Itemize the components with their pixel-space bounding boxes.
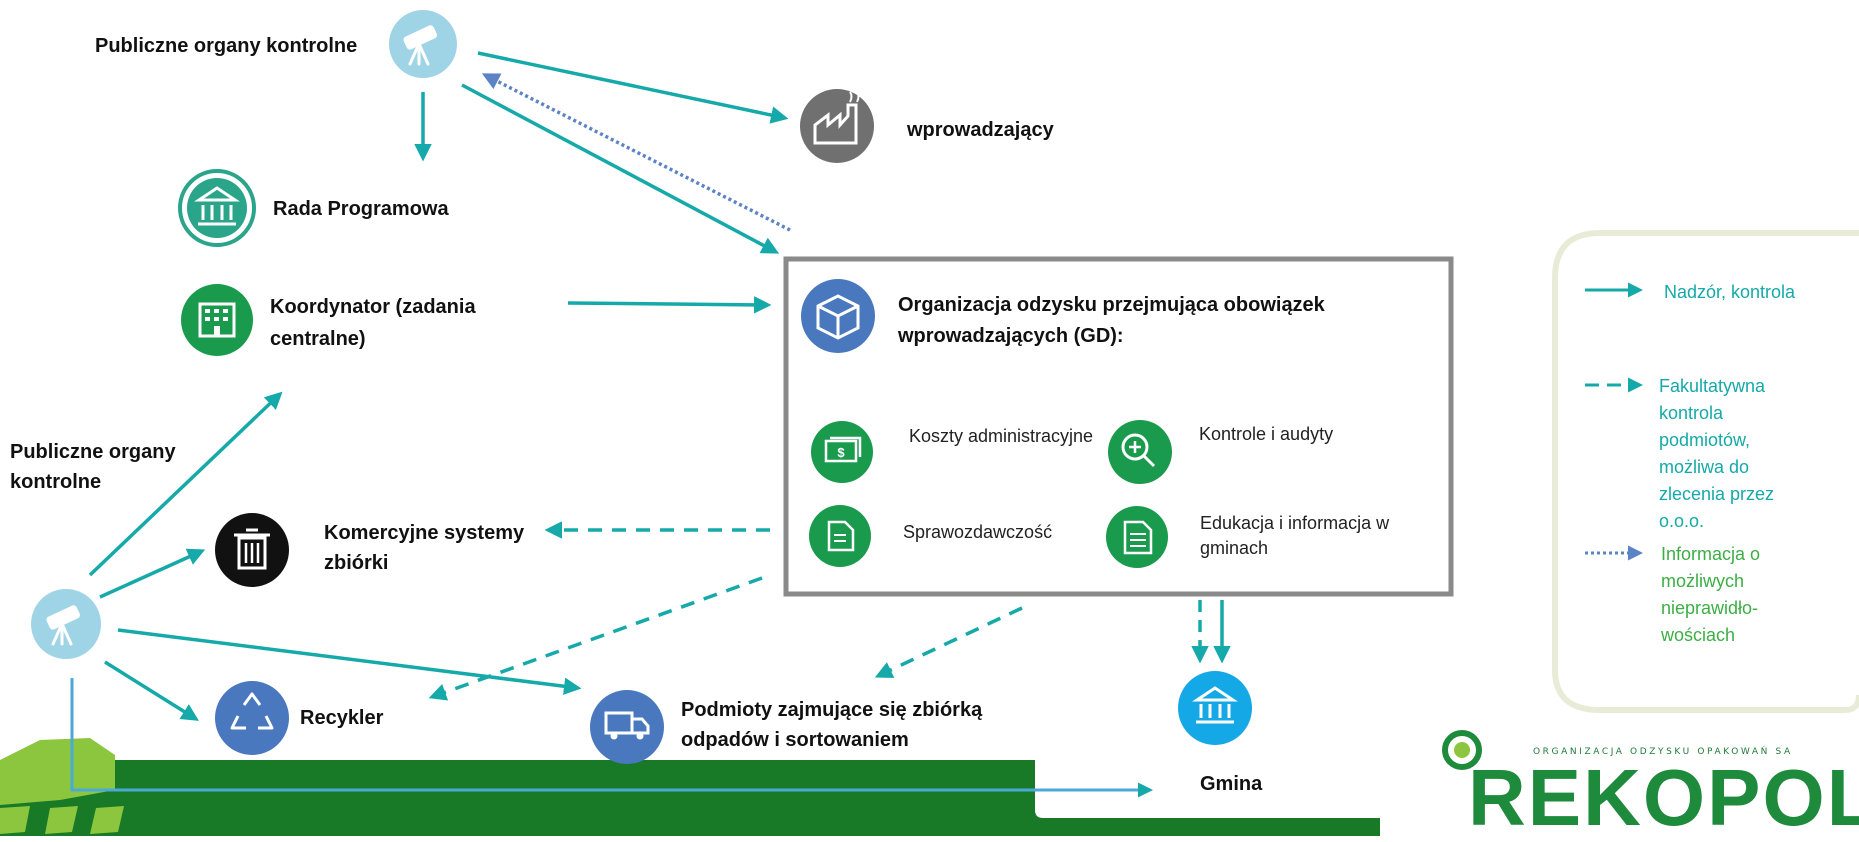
node-komercyjne-line1: Komercyjne systemy xyxy=(324,522,525,544)
connectors xyxy=(70,51,1231,798)
organization-title-line1: Organizacja odzysku przejmująca obowiąze… xyxy=(898,294,1325,316)
legend-dashed-line-3: podmiotów, xyxy=(1659,430,1751,450)
dashed-organizacja-to-recykler xyxy=(428,576,763,701)
arrow-organy-to-koordynator xyxy=(88,391,283,577)
node-organy-top: Publiczne organy kontrolne xyxy=(95,35,358,57)
item-edukacja-line2: gminach xyxy=(1200,538,1269,558)
node-rada: Rada Programowa xyxy=(273,198,449,220)
report-icon xyxy=(809,505,871,567)
recycle-icon xyxy=(215,681,289,755)
bottom-band xyxy=(0,738,1380,836)
gmina-bank-icon xyxy=(1178,671,1252,745)
svg-text:$: $ xyxy=(837,445,845,460)
legend-dashed-line-4: możliwa do xyxy=(1659,457,1750,477)
legend-dotted-line-1: Informacja o xyxy=(1661,544,1761,564)
node-wprowadzajacy: wprowadzający xyxy=(907,119,1054,141)
arrow-organy-to-wprowadzajacy xyxy=(477,51,789,124)
node-organy-left-line1: Publiczne organy xyxy=(10,441,176,463)
arrow-koordynator-to-organizacja xyxy=(567,296,772,314)
node-recykler: Recykler xyxy=(300,707,384,729)
trash-icon xyxy=(215,513,289,587)
office-building-icon xyxy=(181,284,253,356)
rekopol-logo-mark xyxy=(1442,730,1482,770)
arrow-organy-to-organizacja xyxy=(461,83,780,254)
dotted-organizacja-to-organy xyxy=(481,73,791,232)
leaf-shape-2 xyxy=(45,806,78,834)
legend-dotted-line-3: nieprawidło- xyxy=(1661,598,1759,618)
item-kontrole: Kontrole i audyty xyxy=(1199,424,1334,444)
legend-dotted-line-4: wościach xyxy=(1661,625,1736,645)
node-podmioty-line1: Podmioty zajmujące się zbiórką xyxy=(681,699,983,721)
arrow-organy-to-podmioty xyxy=(117,628,582,695)
telescope-icon xyxy=(389,10,457,78)
node-organy-left-line2: kontrolne xyxy=(10,471,102,493)
node-koordynator-line1: Koordynator (zadania xyxy=(270,296,476,318)
leaf-shape-3 xyxy=(90,806,124,834)
organization-title-line2: wprowadzających (GD): xyxy=(898,325,1124,347)
arrow-organy-to-komercyjne xyxy=(99,548,206,599)
logo-name: REKOPOL xyxy=(1468,753,1859,842)
item-sprawozdawczosc: Sprawozdawczość xyxy=(903,522,1053,542)
node-podmioty-line2: odpadów i sortowaniem xyxy=(681,729,909,751)
truck-icon xyxy=(590,690,664,764)
node-komercyjne-line2: zbiórki xyxy=(324,552,389,574)
item-edukacja-line1: Edukacja i informacja w xyxy=(1200,513,1390,533)
legend-dotted-line-2: możliwych xyxy=(1661,571,1745,591)
document-icon xyxy=(1106,506,1168,568)
arrow-organy-to-gmina xyxy=(70,678,1153,798)
package-icon xyxy=(801,279,875,353)
legend-box xyxy=(1552,230,1859,713)
arrow-organy-to-recykler xyxy=(104,660,199,721)
legend-dashed-line-5: zlecenia przez xyxy=(1659,484,1775,504)
bank-icon xyxy=(178,169,256,247)
item-koszty: Koszty administracyjne xyxy=(909,426,1094,446)
node-koordynator-line2: centralne) xyxy=(270,328,366,350)
node-gmina: Gmina xyxy=(1200,773,1263,795)
dashed-organizacja-to-podmioty xyxy=(874,606,1023,678)
factory-icon xyxy=(800,89,874,163)
logo-tagline: ORGANIZACJA ODZYSKU OPAKOWAŃ SA xyxy=(1533,747,1793,757)
leaf-shape-large xyxy=(0,738,115,805)
legend-dashed-line-2: kontrola xyxy=(1659,403,1724,423)
legend-dashed-line-1: Fakultatywna xyxy=(1659,376,1766,396)
telescope-icon-left xyxy=(31,589,101,659)
legend-solid-label: Nadzór, kontrola xyxy=(1664,282,1796,302)
legend-dashed-line-6: o.o.o. xyxy=(1659,511,1705,531)
magnifier-icon xyxy=(1108,420,1172,484)
leaf-shape-1 xyxy=(0,806,30,834)
money-icon: $ xyxy=(811,421,873,483)
